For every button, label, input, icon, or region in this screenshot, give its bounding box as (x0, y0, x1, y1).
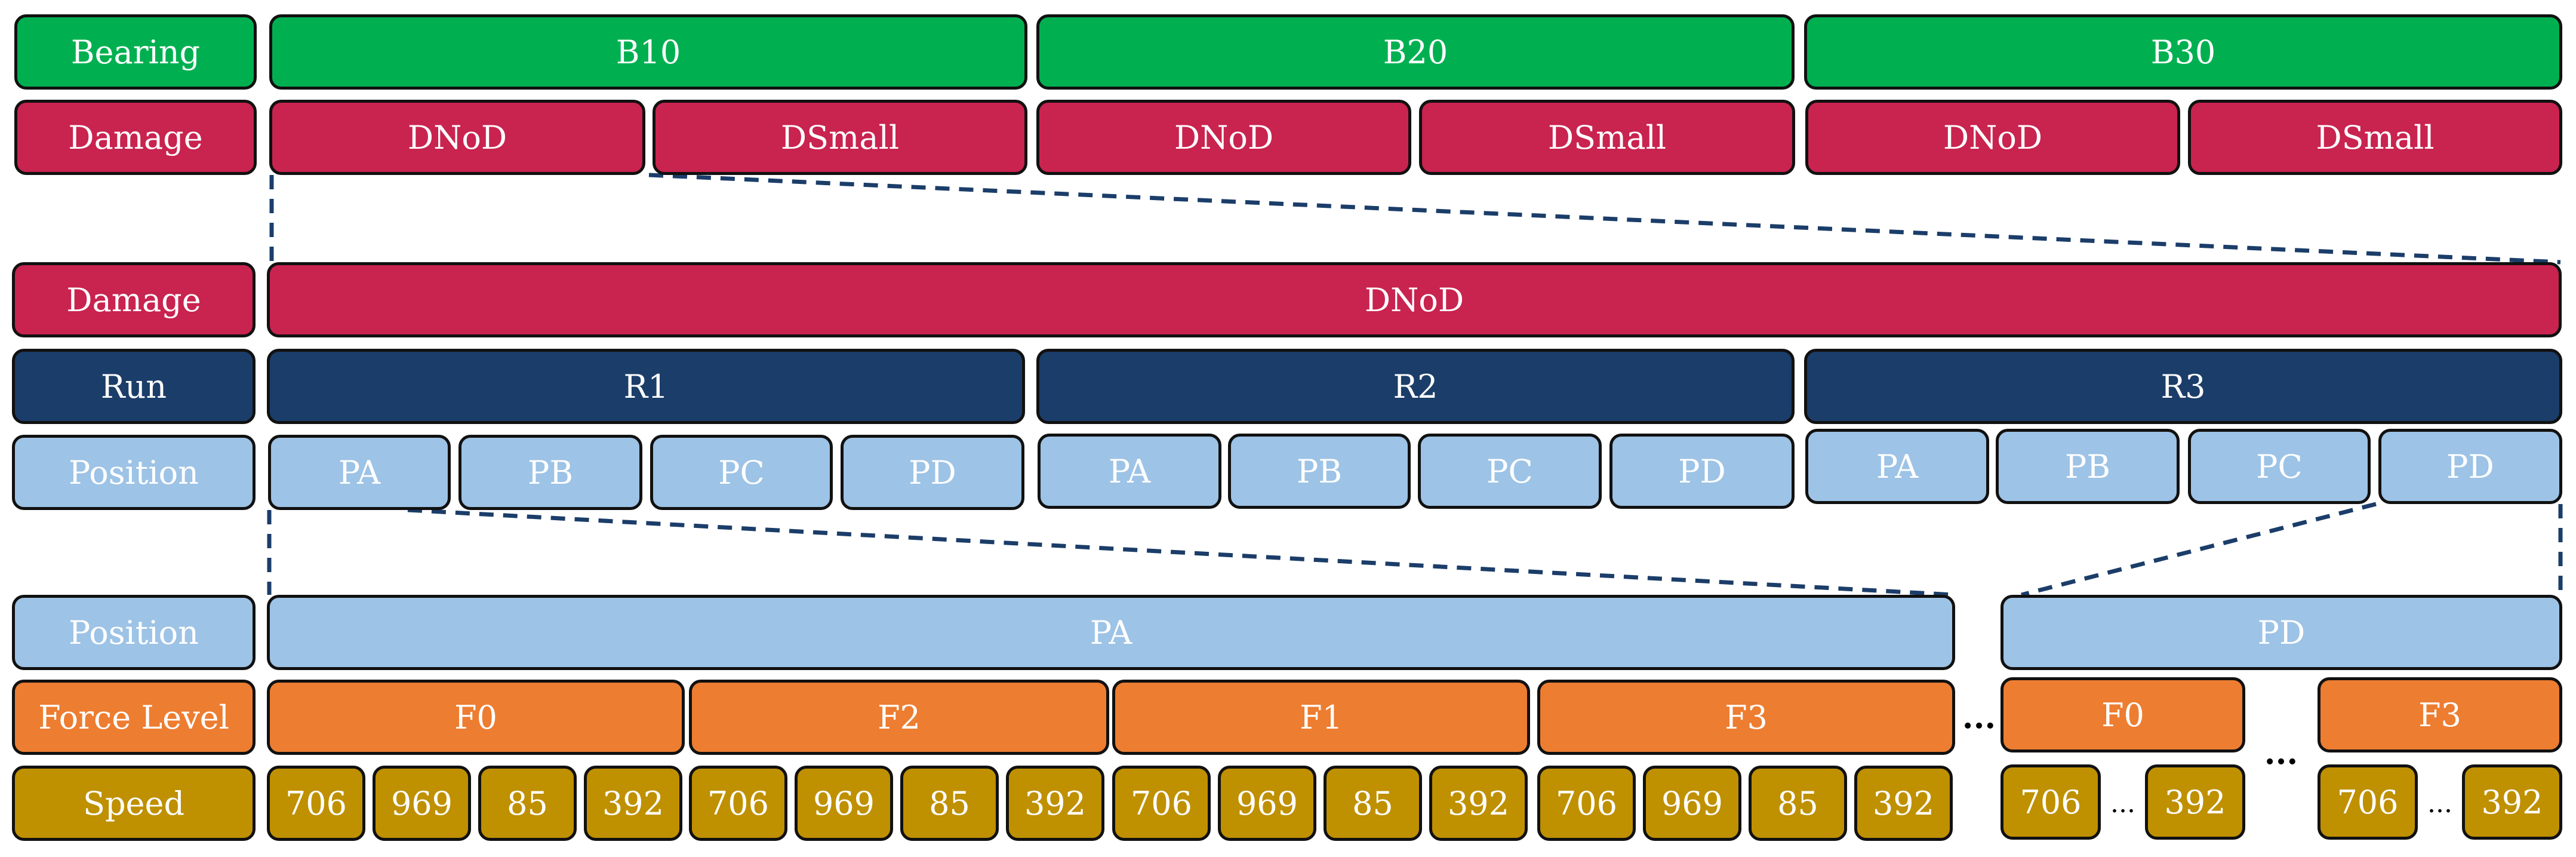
r3-position-pa: PA (1805, 429, 1989, 504)
force-row-label: Force Level (12, 680, 256, 755)
pa-force-f3: F3 (1537, 680, 1955, 755)
r1-position-pb: PB (458, 435, 642, 510)
r3-position-pb: PB (1996, 429, 2180, 504)
speed-cell: 969 (795, 766, 893, 841)
speed-cell: 392 (1006, 766, 1104, 841)
connector-dnod-right (648, 173, 2561, 265)
r1-position-pc: PC (650, 435, 833, 510)
b10-damage-dsmall: DSmall (653, 100, 1027, 175)
speed-cell: 969 (1218, 766, 1316, 841)
connector-pd-left (2021, 502, 2377, 597)
speed-cell: 706 (1112, 766, 1211, 841)
b30-damage-dsmall: DSmall (2188, 100, 2562, 175)
speed-cell: 706 (2318, 764, 2418, 840)
speed-cell: 392 (1854, 766, 1953, 841)
speed-cell: 969 (373, 766, 471, 841)
speed-row-label: Speed (12, 766, 256, 841)
r2-position-pb: PB (1228, 434, 1411, 509)
pa-force-f2: F2 (689, 680, 1109, 755)
run-r2: R2 (1036, 349, 1795, 424)
speed-cell: 85 (900, 766, 999, 841)
r1-position-pa: PA (268, 435, 451, 510)
bearing-row-label: Bearing (14, 14, 257, 90)
b20-damage-dnod: DNoD (1036, 100, 1411, 175)
position-row-label: Position (12, 435, 256, 510)
pd-force-f0: F0 (2001, 677, 2245, 752)
b10-damage-dnod: DNoD (269, 100, 645, 175)
damage-row-label: Damage (14, 100, 257, 175)
r3-position-pd: PD (2378, 429, 2562, 504)
force-ellipsis: ... (1962, 698, 1996, 736)
run-r1: R1 (267, 349, 1025, 424)
speed-cell: 706 (2001, 764, 2101, 840)
speed-cell: 392 (1429, 766, 1528, 841)
damage-detail-row-label: Damage (12, 262, 256, 337)
run-row-label: Run (12, 349, 256, 424)
position-pd-expanded: PD (2001, 595, 2562, 670)
speed-cell: 392 (2145, 764, 2245, 840)
run-r3: R3 (1804, 349, 2562, 424)
bearing-b30: B30 (1804, 14, 2562, 90)
speed-cell: 85 (1749, 766, 1847, 841)
r3-position-pc: PC (2188, 429, 2371, 504)
pd-force-ellipsis: ... (2264, 733, 2298, 772)
speed-ellipsis: ... (2110, 788, 2135, 819)
speed-cell: 706 (267, 766, 365, 841)
r1-position-pd: PD (841, 435, 1024, 510)
r2-position-pd: PD (1609, 434, 1795, 509)
speed-cell: 392 (584, 766, 682, 841)
connector-pa-right (407, 508, 1955, 597)
position-pa-expanded: PA (267, 595, 1955, 670)
position-detail-row-label: Position (12, 595, 256, 670)
speed-cell: 706 (1537, 766, 1636, 841)
speed-cell: 85 (478, 766, 577, 841)
speed-ellipsis: ... (2427, 788, 2452, 819)
damage-dnod-expanded: DNoD (267, 262, 2562, 337)
speed-cell: 392 (2462, 764, 2562, 840)
b20-damage-dsmall: DSmall (1419, 100, 1795, 175)
r2-position-pc: PC (1418, 434, 1602, 509)
speed-cell: 706 (689, 766, 787, 841)
speed-cell: 969 (1643, 766, 1741, 841)
b30-damage-dnod: DNoD (1805, 100, 2180, 175)
speed-cell: 85 (1324, 766, 1422, 841)
bearing-b20: B20 (1036, 14, 1795, 90)
pa-force-f0: F0 (267, 680, 685, 755)
bearing-b10: B10 (269, 14, 1027, 90)
r2-position-pa: PA (1038, 434, 1221, 509)
pd-force-f3: F3 (2318, 677, 2562, 752)
pa-force-f1: F1 (1112, 680, 1530, 755)
